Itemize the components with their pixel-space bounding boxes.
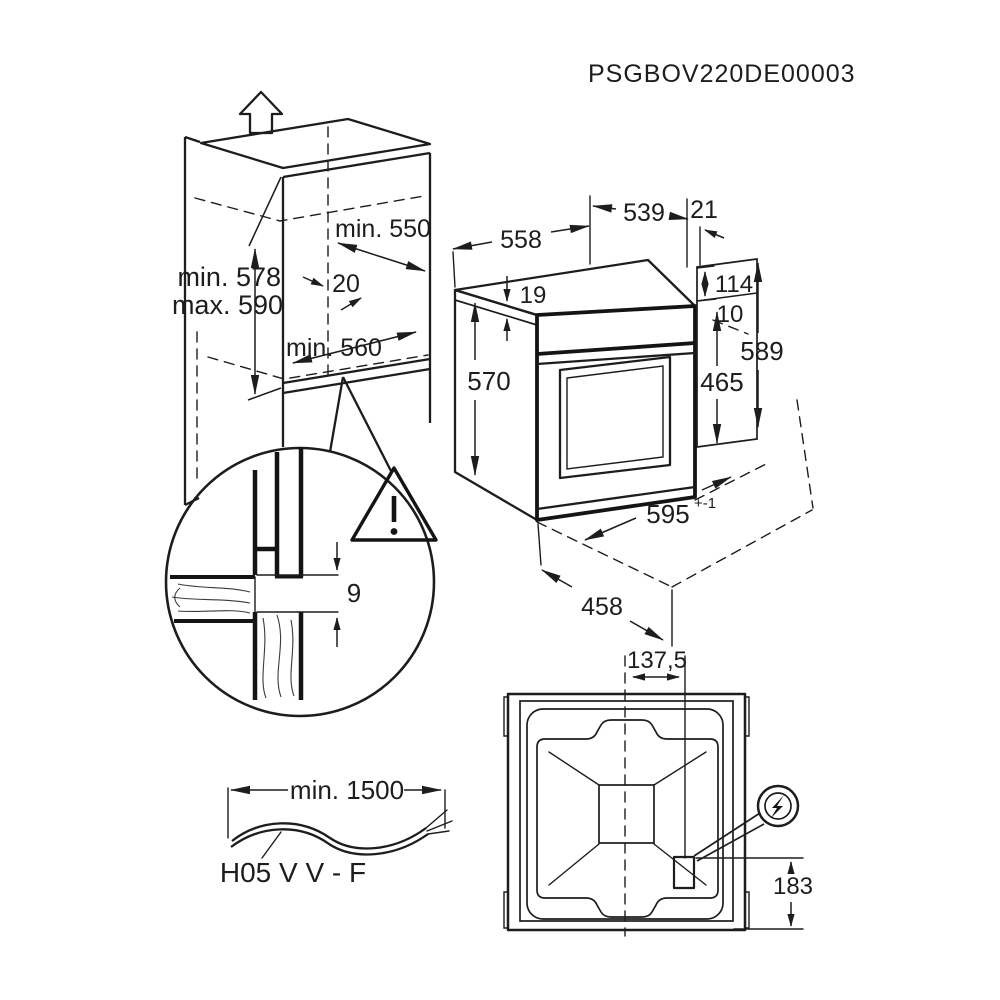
connector-offset-x-label: 137,5 — [627, 647, 687, 674]
oven-total-height-label: 589 — [740, 336, 783, 366]
cabinet-niche-width-label: min. 560 — [286, 334, 382, 362]
cabinet-figure: min. 578 max. 590 min. 550 20 min. 560 — [172, 90, 432, 507]
direction-up-arrow-icon — [238, 90, 284, 135]
oven-body-width-label: 539 — [623, 199, 665, 227]
oven-door-height-label: 465 — [700, 367, 743, 397]
electrical-connection-icon — [693, 784, 800, 862]
oven-rear-lip-label: 21 — [690, 196, 718, 224]
oven-body-height-label: 570 — [467, 366, 510, 396]
oven-top-lip-label: 19 — [520, 282, 547, 309]
cabinet-niche-depth-label: min. 550 — [335, 215, 431, 243]
cabinet-height-min-label: min. 578 — [177, 262, 281, 292]
oven-depth-top-label: 558 — [500, 226, 542, 254]
cabinet-rear-gap-label: 20 — [332, 270, 360, 298]
connector-offset-y-label: 183 — [773, 873, 813, 900]
oven-figure: 558 539 21 19 570 114 10 589 465 595 +-1 — [452, 195, 814, 647]
oven-front-width-label: 595 — [646, 499, 689, 529]
cable-min-length-label: min. 1500 — [290, 775, 404, 805]
warning-icon — [350, 466, 438, 542]
cable-type-label: H05 V V - F — [220, 857, 366, 888]
power-cable-figure: min. 1500 H05 V V - F — [220, 775, 453, 888]
oven-depth-bottom-label: 458 — [581, 593, 623, 621]
oven-rear-gap-label: 10 — [717, 301, 744, 328]
ventilation-detail-circle: 9 — [164, 446, 438, 718]
junction-box — [672, 855, 696, 890]
rear-view-figure: 137,5 183 — [503, 647, 813, 937]
cabinet-height-max-label: max. 590 — [172, 290, 283, 320]
oven-front-width-tolerance: +-1 — [694, 495, 716, 512]
lightning-bolt-icon — [771, 795, 784, 818]
product-code: PSGBOV220DE00003 — [588, 60, 856, 88]
oven-rear-box-height-label: 114 — [715, 271, 753, 298]
vent-gap-label: 9 — [347, 578, 361, 608]
